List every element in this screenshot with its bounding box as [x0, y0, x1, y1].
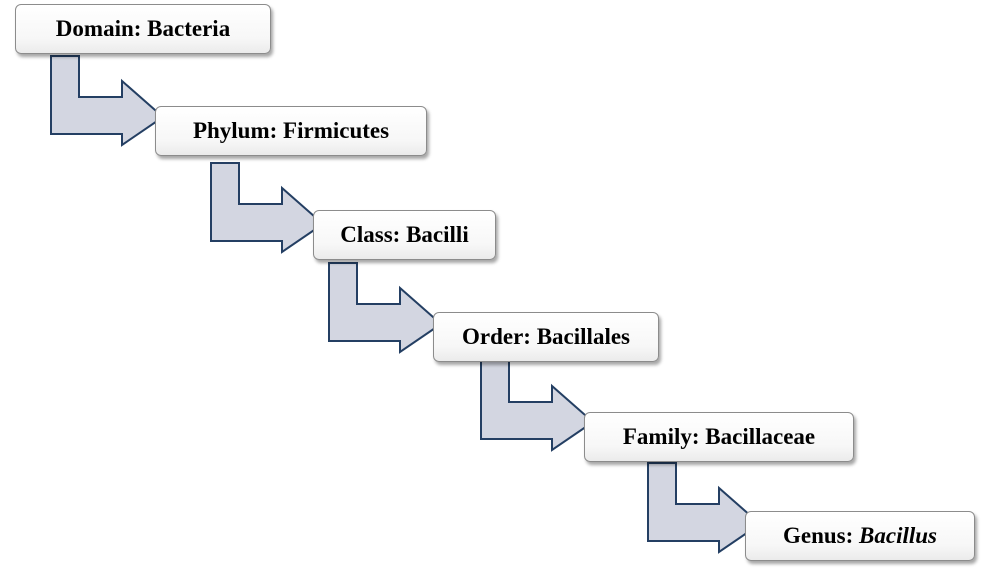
genus-name: Bacillus: [859, 523, 938, 548]
genus-rank: Genus: [782, 523, 846, 548]
bent-arrow-icon: [480, 360, 595, 452]
phylum-rank: Phylum: [192, 118, 270, 143]
phylum-box: Phylum: Firmicutes: [155, 106, 427, 156]
bent-arrow-icon: [328, 262, 443, 354]
family-box: Family: Bacillaceae: [584, 412, 854, 462]
class-rank: Class: [340, 222, 393, 247]
class-name: Bacilli: [406, 222, 469, 247]
family-name: Bacillaceae: [705, 424, 816, 449]
domain-box: Domain: Bacteria: [15, 4, 271, 54]
order-box: Order: Bacillales: [433, 312, 659, 362]
class-box: Class: Bacilli: [313, 210, 496, 260]
bent-arrow-icon: [210, 162, 325, 254]
genus-box: Genus: Bacillus: [745, 511, 975, 561]
domain-name: Bacteria: [147, 16, 231, 41]
bent-arrow-icon: [647, 462, 762, 554]
family-rank: Family: [622, 424, 692, 449]
domain-rank: Domain: [55, 16, 134, 41]
bent-arrow-icon: [50, 55, 165, 147]
order-rank: Order: [461, 324, 524, 349]
phylum-name: Firmicutes: [283, 118, 390, 143]
order-name: Bacillales: [536, 324, 630, 349]
